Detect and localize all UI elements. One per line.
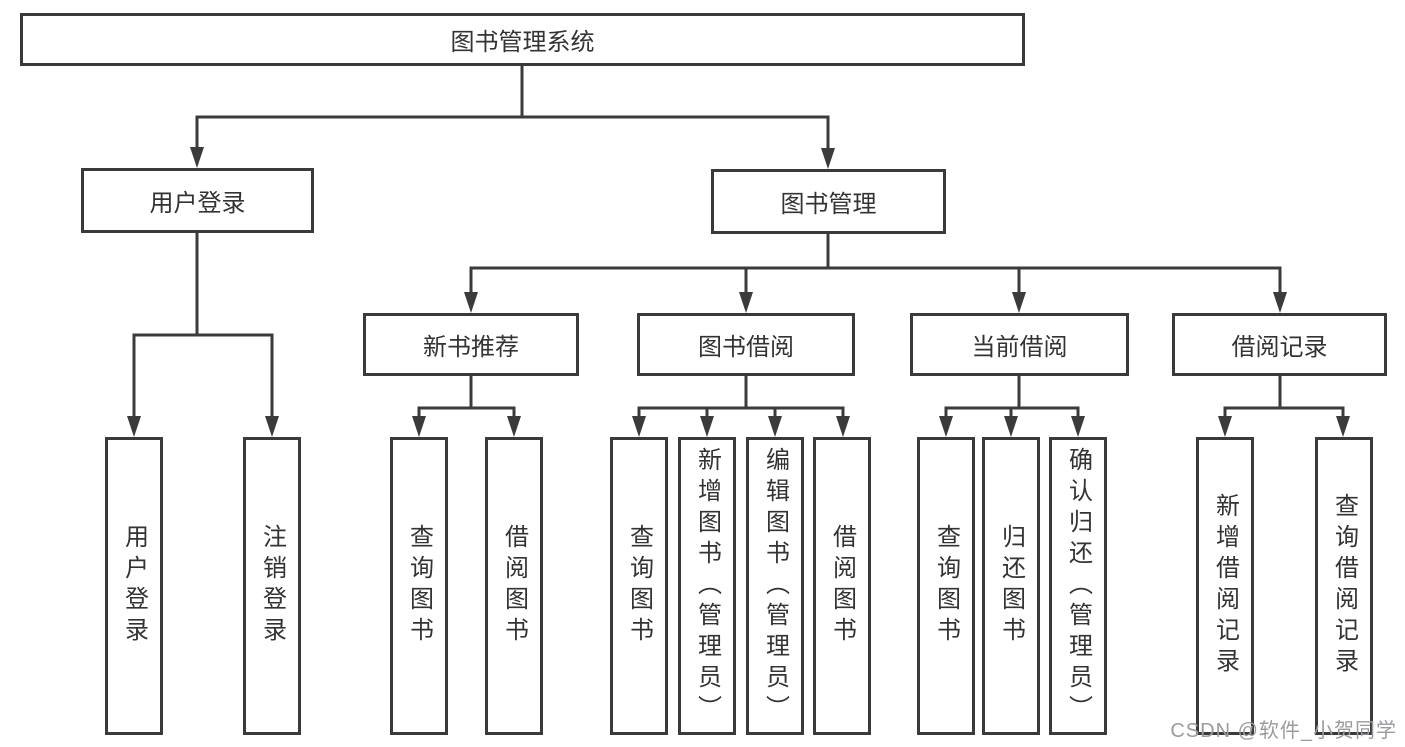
node-user-login: 用户登录	[81, 168, 314, 233]
watermark: CSDN @软件_小贺同学	[1170, 720, 1397, 742]
node-new-book-recommend: 新书推荐	[363, 313, 579, 376]
node-current-borrow: 当前借阅	[910, 313, 1129, 376]
leaf-query-borrow-record: 查询借阅记录	[1315, 437, 1373, 735]
node-borrow-records: 借阅记录	[1172, 313, 1387, 376]
leaf-query-books-recommend: 查询图书	[390, 437, 448, 735]
leaf-return-book: 归还图书	[982, 437, 1040, 735]
leaf-query-books-borrow: 查询图书	[610, 437, 668, 735]
node-book-borrow: 图书借阅	[637, 313, 855, 376]
leaf-logout: 注销登录	[243, 437, 301, 735]
leaf-add-borrow-record: 新增借阅记录	[1196, 437, 1254, 735]
node-book-management: 图书管理	[711, 169, 946, 234]
leaf-user-login: 用户登录	[105, 437, 163, 735]
node-library-system: 图书管理系统	[20, 13, 1025, 66]
leaf-query-books-current: 查询图书	[917, 437, 975, 735]
leaf-confirm-return-admin: 确认归还（管理员）	[1049, 437, 1107, 735]
leaf-edit-book-admin: 编辑图书（管理员）	[746, 437, 804, 735]
leaf-borrow-books-borrow: 借阅图书	[813, 437, 871, 735]
leaf-add-book-admin: 新增图书（管理员）	[678, 437, 736, 735]
leaf-borrow-books-recommend: 借阅图书	[485, 437, 543, 735]
